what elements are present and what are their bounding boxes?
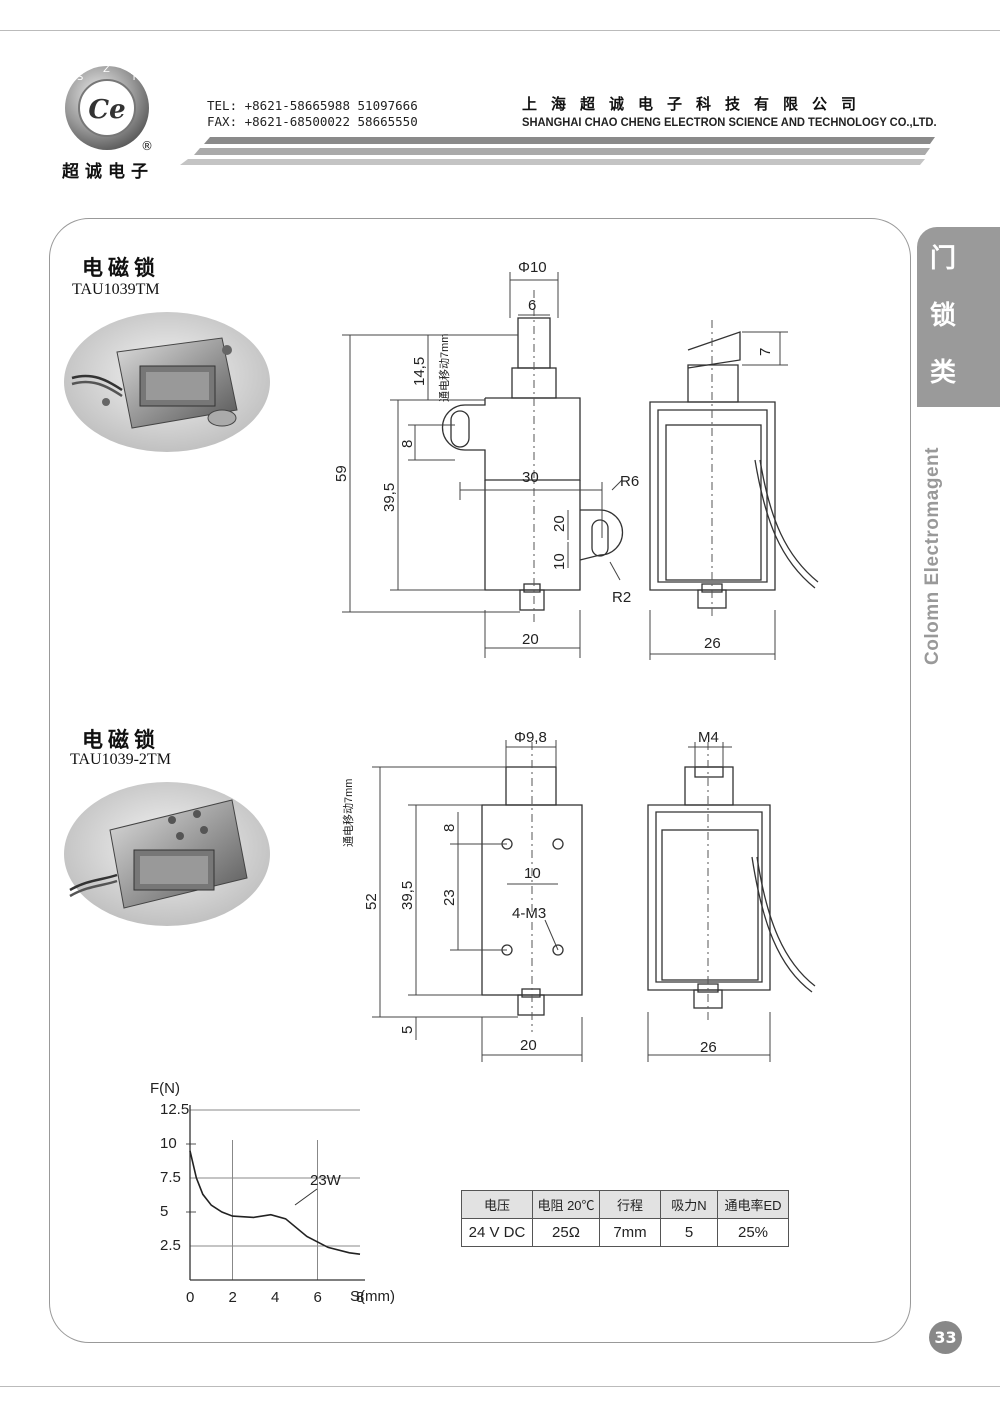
dim-body-height: 39,5 — [381, 483, 398, 512]
company-name-cn: 上海超诚电子科技有限公司 — [522, 95, 871, 113]
product-2-front-drawing: Φ9,8 通电移动7mm 52 39,5 8 23 10 4-M3 5 20 — [342, 729, 583, 1062]
product-1-side-drawing: 26 7 — [649, 320, 819, 660]
contact-info: TEL: +8621-58665988 51097666 FAX: +8621-… — [207, 98, 418, 130]
dim-front-width: 20 — [522, 631, 539, 648]
y-tick-label: 2.5 — [160, 1237, 181, 1254]
header-stroke: 行程 — [599, 1190, 661, 1219]
dim2-body-height: 39,5 — [399, 881, 416, 910]
registered-mark: ® — [141, 139, 153, 153]
category-char-2: 锁 — [930, 301, 957, 331]
product-1-title: 电磁锁 — [82, 255, 160, 280]
cell-force: 5 — [660, 1218, 718, 1247]
dim-ear-bottom: 10 — [551, 553, 568, 570]
dim2-front-width: 20 — [520, 1037, 537, 1054]
product-1-front-drawing: Φ10 6 59 39,5 14,5 通电移动7mm 8 30 R6 20 10… — [333, 259, 639, 658]
header-force: 吸力N — [660, 1190, 718, 1219]
page-number: 33 — [929, 1321, 962, 1354]
company-logo: Ce S Z T ® — [65, 64, 153, 153]
dim2-hole-v: 23 — [441, 889, 458, 906]
dim2-bottom: 5 — [399, 1026, 416, 1034]
dim-stroke-vertical: 14,5 — [411, 357, 428, 386]
dim-stroke-note: 通电移动7mm — [438, 334, 451, 402]
dim2-stroke-note: 通电移动7mm — [342, 779, 355, 847]
dim-slot-height: 8 — [399, 440, 416, 448]
logo-letter-z: Z — [103, 64, 110, 75]
logo-letter-t: T — [130, 72, 138, 83]
cell-voltage: 24 V DC — [461, 1218, 533, 1247]
header-resistance: 电阻 20℃ — [532, 1190, 600, 1219]
chart-xlabel: S(mm) — [350, 1288, 395, 1305]
logo-mark: Ce — [88, 95, 125, 125]
header-stripes — [180, 137, 935, 165]
x-tick-label: 0 — [186, 1289, 194, 1306]
spec-table-header: 电压 电阻 20℃ 行程 吸力N 通电率ED — [461, 1190, 789, 1219]
dim-hole-spacing: 30 — [522, 469, 539, 486]
x-tick-label: 6 — [314, 1289, 322, 1306]
content-panel — [49, 218, 911, 1343]
fax-line: FAX: +8621-68500022 58665550 — [207, 114, 418, 129]
dim2-top-offset: 8 — [441, 824, 458, 832]
dim-ear-offset: 20 — [551, 515, 568, 532]
force-stroke-chart: 0 2 4 6 8 2.5 5 7.5 10 12.5 F(N) S(mm) 23W — [150, 1080, 395, 1306]
header-voltage: 电压 — [461, 1190, 533, 1219]
x-tick-label: 2 — [229, 1289, 237, 1306]
product-1-photo — [64, 312, 270, 452]
dim-total-height: 59 — [333, 465, 350, 482]
dim-ear-radius: R6 — [620, 473, 639, 490]
dim2-plunger-dia: Φ9,8 — [514, 729, 547, 746]
cell-duty: 25% — [717, 1218, 789, 1247]
series-23w-line — [189, 1150, 361, 1255]
dim-plunger-dia: Φ10 — [518, 259, 547, 276]
y-tick-label: 7.5 — [160, 1169, 181, 1186]
header-duty: 通电率ED — [717, 1190, 789, 1219]
category-char-1: 门 — [930, 244, 957, 274]
tel-line: TEL: +8621-58665988 51097666 — [207, 98, 418, 113]
category-char-3: 类 — [930, 358, 957, 388]
logo-letter-s: S — [77, 72, 83, 83]
dim2-hole-h: 10 — [524, 865, 541, 882]
product-2-photo — [64, 782, 270, 926]
y-tick-label: 12.5 — [160, 1101, 189, 1118]
x-tick-label: 4 — [271, 1289, 279, 1306]
dim-side-width: 26 — [704, 635, 721, 652]
product-2-side-drawing: M4 26 — [647, 729, 816, 1062]
cell-stroke: 7mm — [599, 1218, 661, 1247]
y-tick-label: 5 — [160, 1203, 168, 1220]
dim2-side-thread: M4 — [698, 729, 719, 746]
product-1-model: TAU1039TM — [72, 281, 160, 298]
spec-table-row: 24 V DC 25Ω 7mm 5 25% — [461, 1218, 789, 1247]
dim2-total-height: 52 — [363, 893, 380, 910]
dim-plunger-width: 6 — [528, 297, 536, 314]
dim-side-stroke: 7 — [757, 348, 774, 356]
x-tick-label: 8 — [356, 1289, 364, 1306]
dim2-thread: 4-M3 — [512, 905, 546, 922]
chart-ylabel: F(N) — [150, 1080, 180, 1097]
product-2-title: 电磁锁 — [82, 727, 160, 752]
company-name-en: SHANGHAI CHAO CHENG ELECTRON SCIENCE AND… — [522, 115, 937, 129]
series-label-23w: 23W — [310, 1172, 342, 1189]
category-english: Colomn Electromagent — [922, 447, 943, 665]
category-tab — [917, 227, 1000, 407]
cell-resistance: 25Ω — [532, 1218, 600, 1247]
dim-small-radius: R2 — [612, 589, 631, 606]
dim2-side-width: 26 — [700, 1039, 717, 1056]
y-tick-label: 10 — [160, 1135, 177, 1152]
logo-text: 超诚电子 — [62, 162, 154, 182]
spec-table: 电压 电阻 20℃ 行程 吸力N 通电率ED 24 V DC 25Ω 7mm 5… — [461, 1190, 789, 1247]
product-2-model: TAU1039-2TM — [70, 751, 171, 768]
page-frame — [0, 30, 1000, 1387]
